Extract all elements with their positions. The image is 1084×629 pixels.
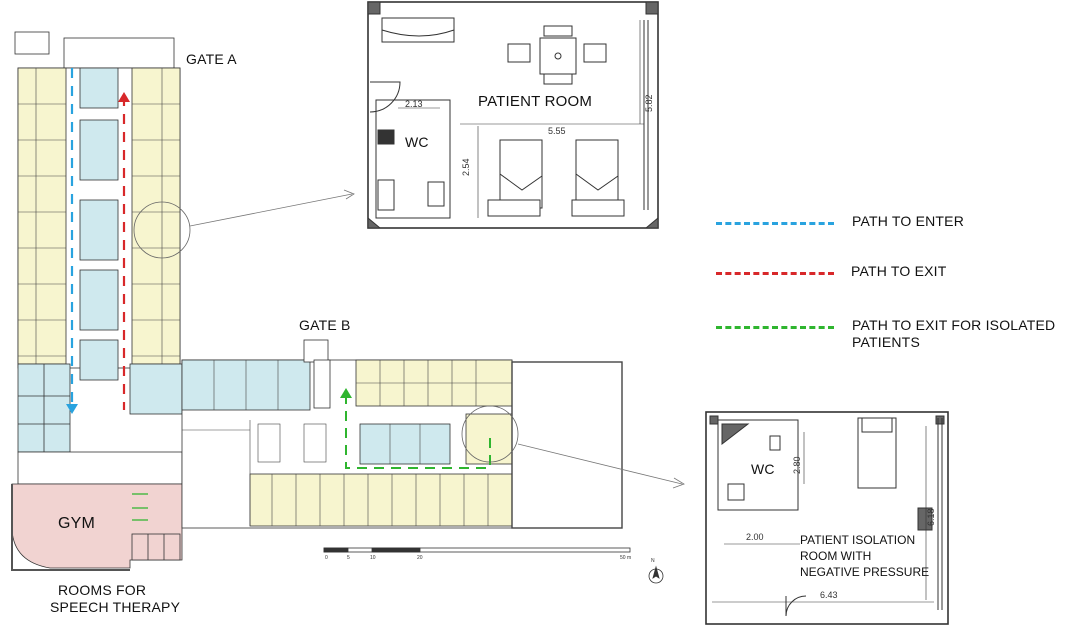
iso-wc-width-dim: 2.00: [746, 532, 764, 542]
legend-isolated-label-line2: PATIENTS: [852, 334, 920, 350]
isolation-room-detail: [705, 411, 949, 625]
gym-zone: [11, 483, 183, 571]
patient-room-detail: [367, 1, 659, 229]
patient-room-leader-arrow: [343, 189, 355, 200]
scale-tick-10: 10: [370, 555, 376, 561]
speech-therapy-label-line1: ROOMS FOR: [58, 582, 147, 598]
legend-exit-label: PATH TO EXIT: [851, 263, 947, 279]
room-depth-dim: 5.82: [644, 94, 654, 112]
iso-width-dim: 6.43: [820, 590, 838, 600]
vertical-wing: [14, 31, 181, 381]
scale-tick-20: 20: [417, 555, 423, 561]
room-wc-depth-dim: 2.54: [461, 158, 471, 176]
scale-bar: [323, 547, 631, 553]
room-partitions: [18, 68, 180, 364]
legend-enter-swatch: [716, 222, 834, 225]
room-wc-width-dim: 2.13: [405, 99, 423, 109]
legend-enter-label: PATH TO ENTER: [852, 213, 965, 229]
patient-room-callout-circle: [133, 201, 191, 259]
isolation-room-callout-circle: [461, 405, 519, 463]
lower-left-block: [17, 363, 183, 485]
speech-therapy-label-line2: SPEECH THERAPY: [50, 599, 181, 615]
scale-tick-5: 5: [347, 555, 350, 561]
north-arrow: [648, 565, 664, 584]
scale-tick-0: 0: [325, 555, 328, 561]
isolation-room-leader-arrow: [672, 477, 685, 489]
isolated-exit-arrow-head: [340, 388, 352, 398]
gym-route: [132, 493, 148, 521]
isolation-title-line2: ROOM WITH: [800, 549, 872, 563]
isolation-title-line1: PATIENT ISOLATION: [800, 533, 916, 547]
gate-b-label: GATE B: [299, 317, 351, 333]
iso-wc-depth-dim: 2.80: [792, 456, 802, 474]
legend-isolated-label: PATH TO EXIT FOR ISOLATED: [852, 317, 1056, 333]
legend-exit-swatch: [716, 272, 834, 275]
iso-depth-dim: 6.18: [926, 508, 936, 526]
enter-arrow-head: [66, 404, 78, 414]
horizontal-partitions: [182, 360, 512, 526]
patient-room-wc-label: WC: [405, 134, 429, 150]
scale-tick-50: 50 m: [620, 555, 632, 561]
exit-arrow-head: [118, 92, 130, 102]
patient-room-leader: [189, 193, 353, 227]
north-label: N: [651, 558, 655, 564]
room-width-dim: 5.55: [548, 126, 566, 136]
isolation-title-line3: NEGATIVE PRESSURE: [800, 565, 930, 579]
isolation-wc-label: WC: [751, 461, 775, 477]
gate-a-label: GATE A: [186, 51, 237, 67]
isolation-room-leader: [517, 443, 683, 485]
gym-label: GYM: [58, 515, 96, 532]
legend-isolated-swatch: [716, 326, 834, 329]
isolated-exit-path: [345, 394, 491, 469]
patient-room-title: PATIENT ROOM: [478, 93, 593, 110]
horizontal-wing: [181, 339, 623, 529]
